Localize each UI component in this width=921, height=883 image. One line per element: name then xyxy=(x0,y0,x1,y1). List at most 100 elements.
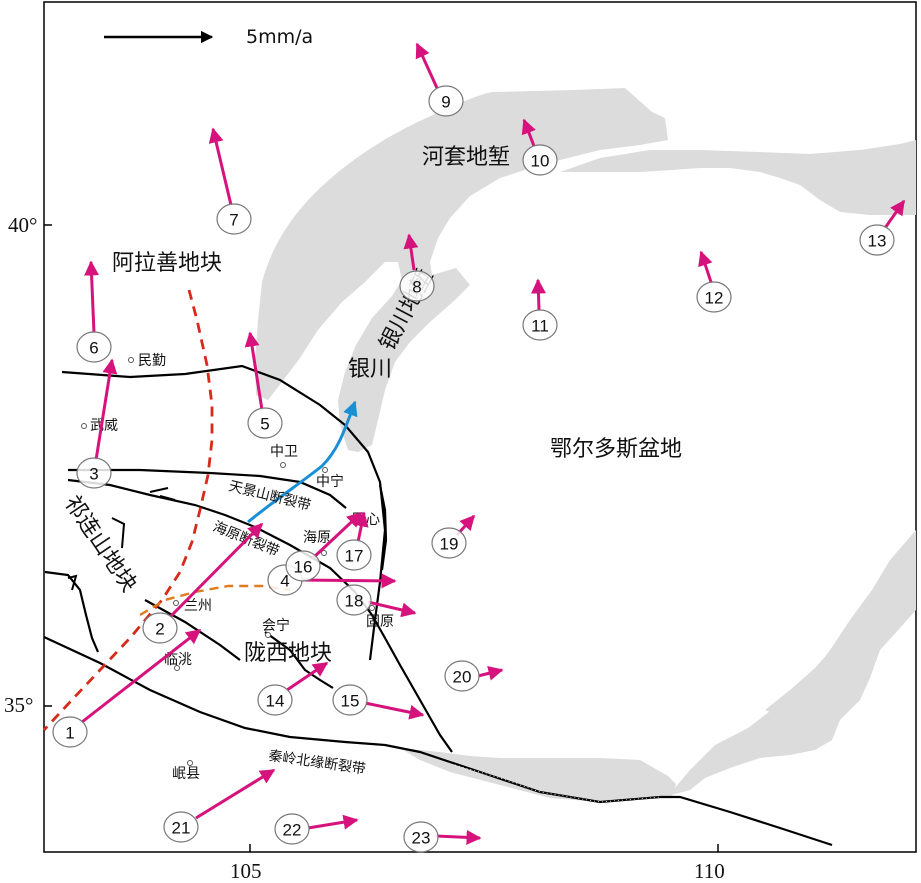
velocity-vector-11 xyxy=(530,278,546,311)
fault-huining xyxy=(264,631,334,689)
station-label: 14 xyxy=(266,692,285,711)
station-label: 12 xyxy=(705,289,724,308)
city-haiyuan: 海原 xyxy=(303,530,331,546)
station-22: 22 xyxy=(274,813,310,845)
station-label: 9 xyxy=(441,93,450,112)
city-guyuan: 固原 xyxy=(366,614,394,630)
velocity-vector-16 xyxy=(311,511,363,560)
velocity-vector-20 xyxy=(477,665,504,681)
velocity-vector-6 xyxy=(84,260,100,334)
velocity-vector-22 xyxy=(307,814,359,830)
velocity-vector-18 xyxy=(367,600,417,618)
velocity-vector-3 xyxy=(94,358,118,461)
station-circle xyxy=(431,527,467,559)
fault-northern-boundary xyxy=(61,364,387,661)
city-tongxin: 同心 xyxy=(352,512,380,528)
station-18: 18 xyxy=(336,584,372,616)
fault-tianjingshan xyxy=(68,468,347,509)
station-label: 2 xyxy=(155,620,164,639)
station-circle xyxy=(142,612,178,644)
station-label: 22 xyxy=(283,821,302,840)
city-minxian: 岷县 xyxy=(172,766,200,782)
dashed-orange-line xyxy=(139,584,291,617)
hetao-yinchuan-graben xyxy=(255,88,668,452)
station-circle xyxy=(332,684,368,716)
city-yinchuan: 银川 xyxy=(348,357,392,382)
station-21: 21 xyxy=(163,811,199,843)
dashed-red-boundary xyxy=(42,289,214,731)
station-10: 10 xyxy=(522,144,558,176)
station-label: 17 xyxy=(345,547,364,566)
velocity-vector-15 xyxy=(364,701,425,720)
fault-haiyuan xyxy=(67,478,453,753)
velocity-vector-10 xyxy=(521,118,536,147)
station-circle xyxy=(403,821,439,853)
region-hetao: 河套地堑 xyxy=(422,145,510,170)
station-1: 1 xyxy=(52,716,88,748)
station-14: 14 xyxy=(257,684,293,716)
station-20: 20 xyxy=(444,660,480,692)
station-label: 4 xyxy=(280,572,289,591)
velocity-vector-2 xyxy=(168,522,264,619)
station-6: 6 xyxy=(76,331,112,363)
lon-label-105: 105 xyxy=(230,859,262,883)
station-circle xyxy=(444,660,480,692)
station-circle xyxy=(216,203,252,235)
station-circle xyxy=(336,584,372,616)
station-circle xyxy=(428,85,464,117)
station-8: 8 xyxy=(399,270,435,302)
station-label: 8 xyxy=(412,278,421,297)
station-circle xyxy=(76,331,112,363)
station-label: 10 xyxy=(531,152,550,171)
station-label: 16 xyxy=(294,558,313,577)
station-label: 19 xyxy=(440,535,459,554)
station-circle xyxy=(399,270,435,302)
fault-qinling xyxy=(43,636,833,847)
scale-bar-label: 5mm/a xyxy=(246,26,313,48)
hetao-east-graben xyxy=(560,140,916,215)
fault-lanzhou xyxy=(144,599,241,661)
station-label: 13 xyxy=(868,232,887,251)
station-16: 16 xyxy=(285,550,321,582)
station-11: 11 xyxy=(522,309,558,341)
velocity-vector-21 xyxy=(195,768,276,820)
station-circle xyxy=(522,144,558,176)
velocity-vector-4 xyxy=(299,573,397,589)
velocity-vector-9 xyxy=(415,42,439,89)
station-label: 21 xyxy=(172,819,191,838)
station-circle xyxy=(247,407,283,439)
station-label: 5 xyxy=(260,415,269,434)
city-lintao: 临洮 xyxy=(164,652,192,668)
lat-label-35: 35° xyxy=(4,693,33,717)
velocity-vector-7 xyxy=(208,127,233,206)
station-label: 20 xyxy=(453,668,472,687)
velocity-vector-12 xyxy=(698,250,713,283)
station-label: 1 xyxy=(65,724,74,743)
station-circle xyxy=(274,813,310,845)
station-label: 11 xyxy=(531,317,549,336)
region-longxi: 陇西地块 xyxy=(244,641,332,666)
velocity-vector-17 xyxy=(353,511,369,543)
station-9: 9 xyxy=(428,85,464,117)
region-alashan: 阿拉善地块 xyxy=(112,251,222,276)
gps-velocity-vectors xyxy=(81,42,906,845)
fault-qilian-inner xyxy=(44,570,100,653)
station-17: 17 xyxy=(336,539,372,571)
city-huining: 会宁 xyxy=(262,617,290,634)
station-label: 15 xyxy=(341,692,360,711)
station-7: 7 xyxy=(216,203,252,235)
station-label: 6 xyxy=(89,339,98,358)
lon-label-110: 110 xyxy=(694,859,725,883)
station-23: 23 xyxy=(403,821,439,853)
velocity-vector-1 xyxy=(81,628,202,724)
station-19: 19 xyxy=(431,527,467,559)
velocity-vector-5 xyxy=(244,331,264,411)
station-5: 5 xyxy=(247,407,283,439)
station-2: 2 xyxy=(142,612,178,644)
fault-east-ext xyxy=(378,484,388,571)
region-ordos: 鄂尔多斯盆地 xyxy=(550,437,682,462)
graben-areas xyxy=(255,88,916,802)
station-circle xyxy=(76,457,112,489)
station-15: 15 xyxy=(332,684,368,716)
